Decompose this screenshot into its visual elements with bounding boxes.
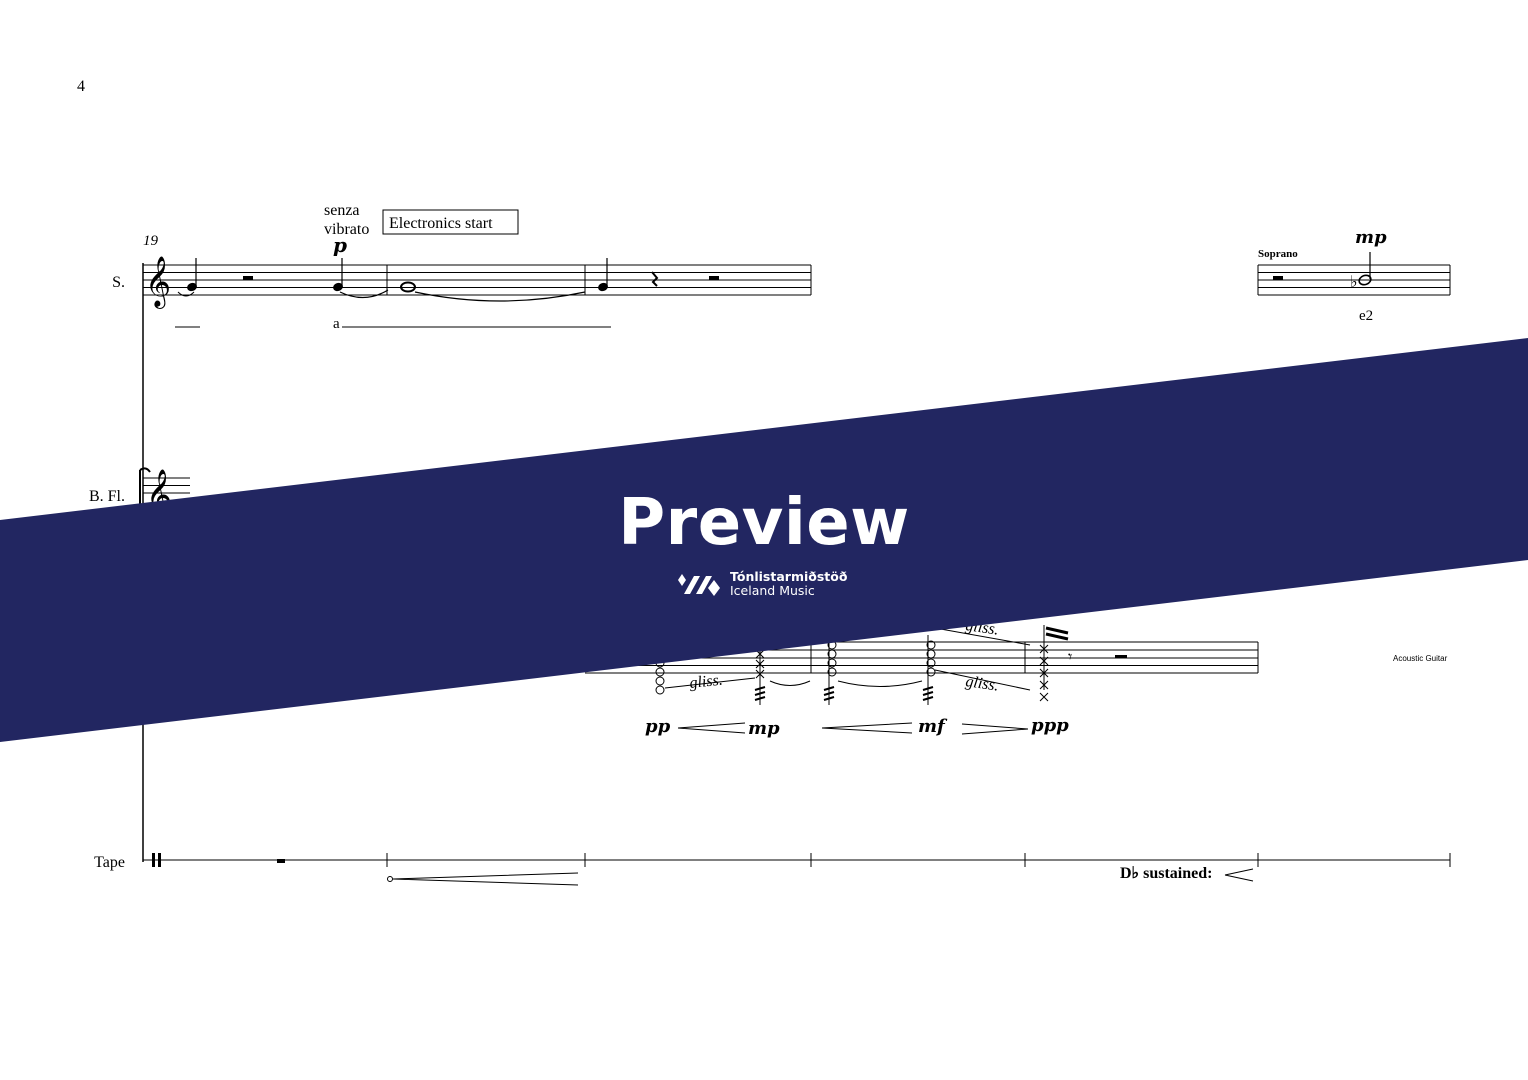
svg-text:𝄾: 𝄾 [1068, 647, 1072, 666]
guitar-dynamic-mf: mf [918, 716, 948, 737]
electronics-start-label: Electronics start [389, 215, 493, 232]
gliss-label-3: gliss. [964, 617, 999, 638]
soprano-label: S. [112, 274, 125, 291]
soprano-dynamic: p [333, 233, 347, 257]
guitar-dynamic-ppp: ppp [1031, 715, 1069, 736]
expression-vibrato: vibrato [324, 221, 369, 238]
treble-clef-icon: 𝄞 [145, 256, 171, 309]
tape-label: Tape [94, 854, 125, 871]
guitar-dynamic-pp: pp [645, 716, 671, 737]
svg-text:♭: ♭ [1350, 272, 1358, 291]
cue-soprano-note-text: e2 [1359, 308, 1373, 324]
expression-senza: senza [324, 202, 360, 219]
cue-soprano-dynamic: mp [1355, 227, 1387, 248]
page-number: 4 [77, 78, 85, 95]
iceland-music-logo: Tónlistarmiðstöð Iceland Music [676, 570, 847, 598]
soprano-staff [143, 264, 812, 296]
acoustic-guitar-cue: Acoustic Guitar [1393, 654, 1448, 663]
brand-subtitle: Iceland Music [730, 583, 815, 598]
brand-name: Tónlistarmiðstöð [730, 569, 848, 584]
guitar-dynamic-mp: mp [748, 718, 780, 739]
gliss-label-2: gliss. [964, 673, 999, 694]
guitar-staff [585, 641, 1259, 674]
preview-title: Preview [618, 486, 910, 560]
soprano-notes [177, 258, 719, 302]
tape-line [143, 853, 1451, 867]
soprano-lyric: a [333, 316, 340, 332]
cue-soprano-staff [1257, 264, 1451, 296]
gliss-label-1: gliss. [689, 672, 724, 692]
iceland-music-logo-icon [678, 574, 720, 596]
tape-sustained-text: D♭ sustained: [1120, 865, 1212, 882]
cue-soprano-label: Soprano [1258, 248, 1298, 260]
measure-number: 19 [143, 233, 159, 249]
